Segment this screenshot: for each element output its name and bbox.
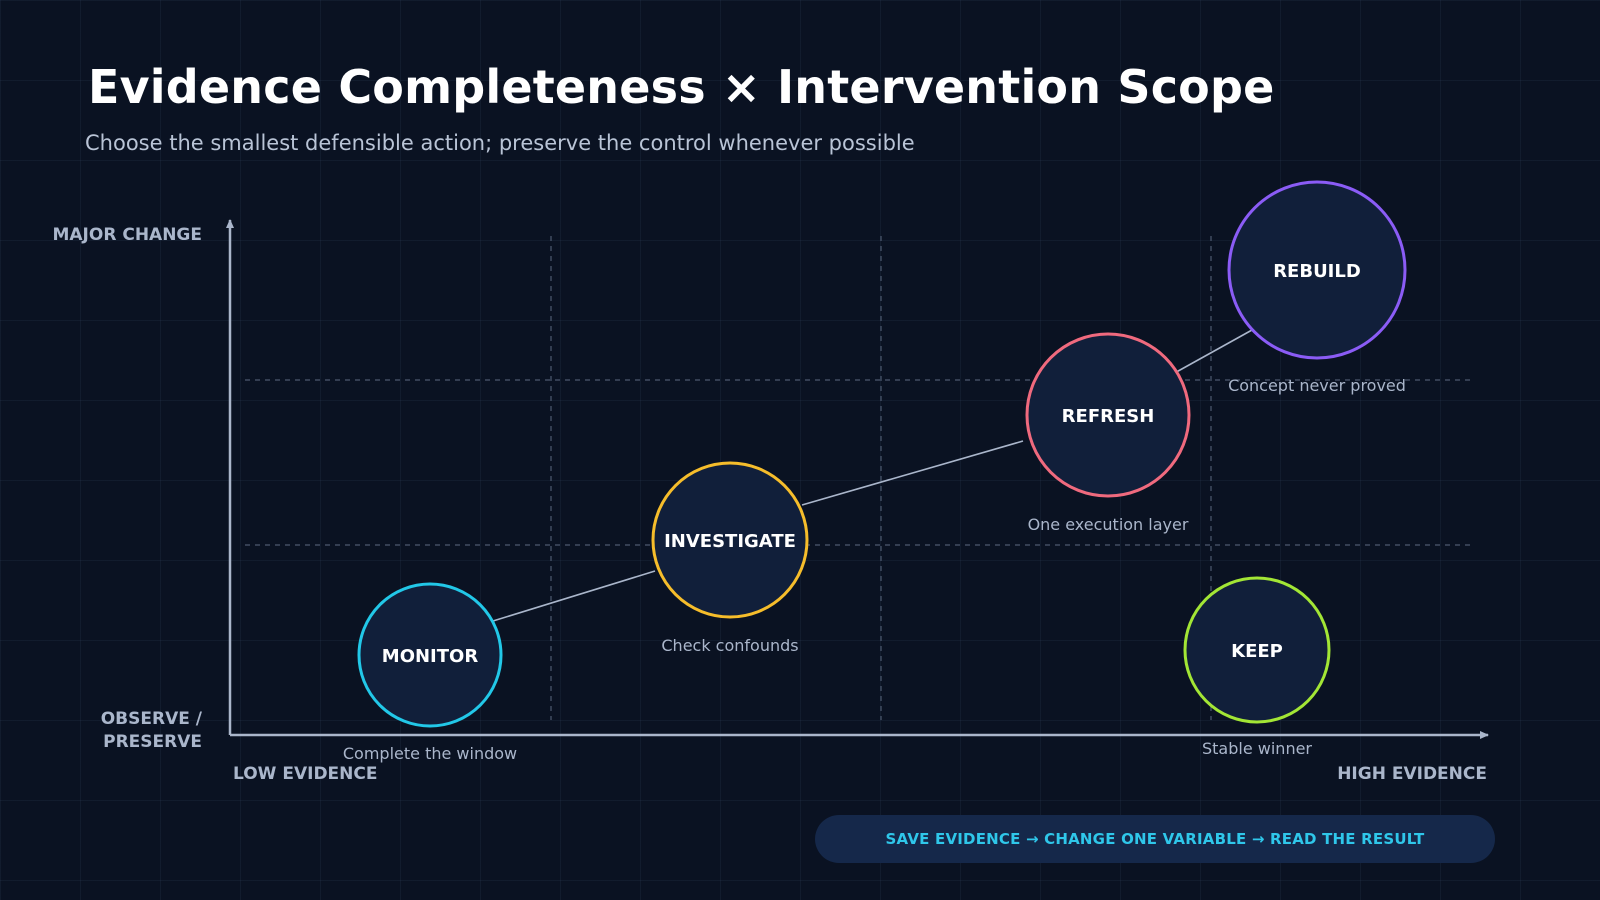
node-refresh-label: REFRESH [1062, 406, 1155, 427]
y-axis-top-label: MAJOR CHANGE [52, 225, 202, 245]
y-axis-bottom-label-line1: OBSERVE / [101, 709, 203, 729]
page-subtitle: Choose the smallest defensible action; p… [85, 131, 915, 155]
node-keep-label: KEEP [1231, 641, 1283, 662]
y-axis-bottom-label-line2: PRESERVE [103, 732, 202, 752]
node-monitor[interactable]: MONITOR Complete the window [343, 582, 517, 763]
node-rebuild-caption: Concept never proved [1228, 376, 1406, 395]
node-investigate[interactable]: INVESTIGATE Check confounds [651, 461, 809, 655]
node-monitor-caption: Complete the window [343, 744, 517, 763]
node-monitor-circle [357, 582, 503, 728]
node-monitor-label: MONITOR [382, 646, 479, 667]
node-rebuild[interactable]: REBUILD Concept never proved [1227, 180, 1407, 395]
node-refresh[interactable]: REFRESH One execution layer [1025, 332, 1191, 534]
node-refresh-circle [1025, 332, 1191, 498]
node-investigate-caption: Check confounds [661, 636, 798, 655]
x-axis-left-label: LOW EVIDENCE [233, 764, 377, 784]
node-keep-caption: Stable winner [1202, 739, 1312, 758]
connector-monitor-investigate [492, 570, 656, 622]
node-rebuild-circle [1227, 180, 1407, 360]
node-refresh-caption: One execution layer [1028, 515, 1189, 534]
x-axis-right-label: HIGH EVIDENCE [1337, 764, 1487, 784]
connectors [492, 324, 1262, 622]
footer-flow-banner: SAVE EVIDENCE → CHANGE ONE VARIABLE → RE… [815, 815, 1495, 863]
node-investigate-circle [651, 461, 809, 619]
node-rebuild-label: REBUILD [1273, 261, 1361, 282]
connector-refresh-rebuild [1170, 324, 1262, 376]
node-keep-circle [1183, 576, 1331, 724]
page-title: Evidence Completeness × Intervention Sco… [88, 60, 1275, 114]
node-investigate-label: INVESTIGATE [664, 531, 796, 552]
connector-investigate-refresh [801, 440, 1024, 506]
node-keep[interactable]: KEEP Stable winner [1183, 576, 1331, 758]
